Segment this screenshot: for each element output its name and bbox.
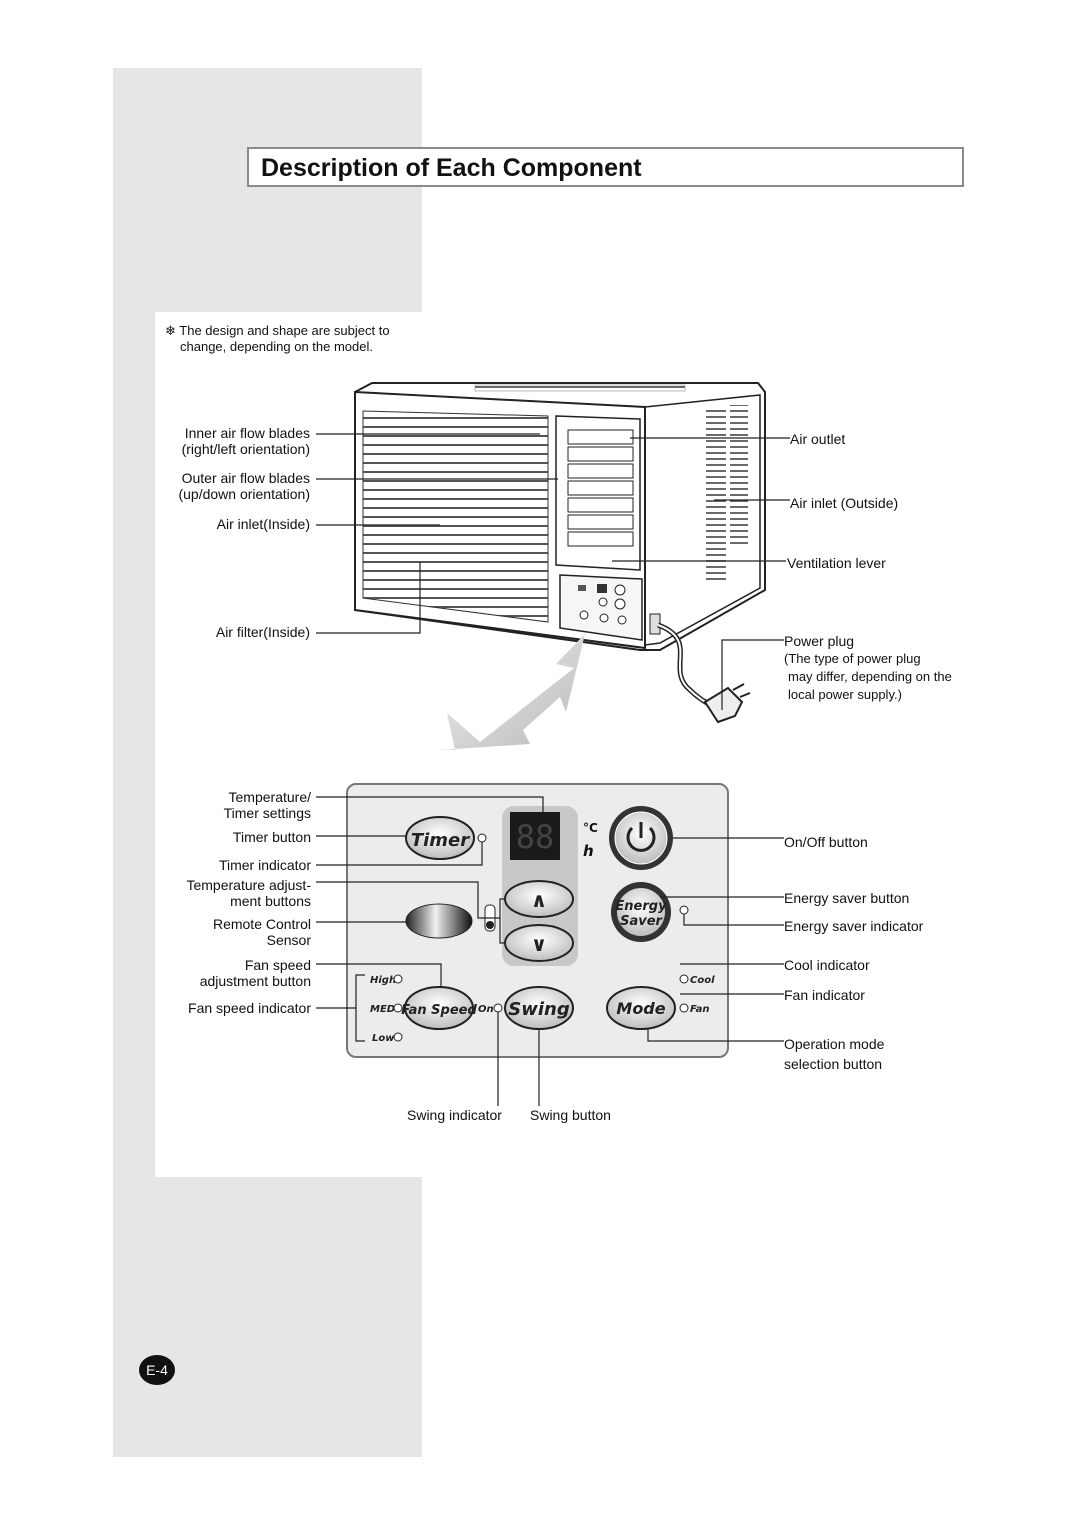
- panel-callout-arrow: [440, 634, 585, 750]
- fan-speed-line-1: Fan speed: [244, 957, 311, 973]
- fan-speed-line-2: adjustment button: [199, 973, 311, 989]
- unit-leader-lines: [316, 433, 790, 710]
- temperature-display: 88: [516, 818, 555, 856]
- temp-timer-line-1: Temperature/: [228, 789, 311, 805]
- inner-blades-line-1: Inner air flow blades: [184, 425, 310, 441]
- temp-adjust-line-1: Temperature adjust-: [186, 877, 311, 893]
- temperature-up-button[interactable]: ∧: [504, 880, 574, 918]
- air-inlet-outside-label: Air inlet (Outside): [790, 495, 899, 511]
- swing-on-label: On: [478, 1004, 494, 1015]
- svg-text:Saver: Saver: [620, 914, 663, 929]
- low-speed-indicator: [393, 1032, 403, 1042]
- temp-adjust-label: Temperature adjust- ment buttons: [186, 877, 311, 909]
- timer-indicator-label: Timer indicator: [218, 857, 311, 873]
- svg-text:Swing: Swing: [508, 999, 570, 1020]
- remote-sensor-line-1: Remote Control: [212, 916, 311, 932]
- svg-text:Mode: Mode: [616, 999, 665, 1018]
- svg-text:∨: ∨: [531, 932, 547, 956]
- page-number-badge: E-4: [139, 1355, 175, 1385]
- hours-symbol: h: [583, 842, 594, 860]
- med-speed-label: MED: [370, 1004, 395, 1015]
- on-off-button-label: On/Off button: [784, 834, 868, 850]
- energy-saver-indicator-light: [679, 905, 689, 915]
- outer-blades-line-1: Outer air flow blades: [181, 470, 310, 486]
- cool-label: Cool: [690, 975, 715, 986]
- swing-indicator-light: [493, 1003, 503, 1013]
- plug-note-line-1: (The type of power plug: [784, 651, 921, 666]
- control-panel: 88 °C h Timer ∧ ∨ Energy Saver: [346, 783, 729, 1058]
- on-off-button[interactable]: [609, 806, 673, 870]
- plug-note-line-3: local power supply.): [788, 687, 902, 702]
- ventilation-lever-label: Ventilation lever: [787, 555, 886, 571]
- svg-text:Timer: Timer: [411, 830, 470, 851]
- svg-text:∧: ∧: [531, 888, 547, 912]
- temp-timer-line-2: Timer settings: [223, 805, 311, 821]
- temp-adjust-line-2: ment buttons: [230, 893, 311, 909]
- fan-indicator-label: Fan indicator: [784, 987, 865, 1003]
- inner-blades-label: Inner air flow blades (right/left orient…: [182, 425, 310, 457]
- temp-timer-settings-label: Temperature/ Timer settings: [224, 789, 311, 821]
- page-title: Description of Each Component: [261, 154, 642, 182]
- swing-indicator-label: Swing indicator: [407, 1107, 502, 1123]
- temperature-down-button[interactable]: ∨: [504, 924, 574, 962]
- operation-mode-label: Operation mode selection button: [784, 1034, 884, 1074]
- power-plug-note: (The type of power plug may differ, depe…: [784, 650, 952, 704]
- outer-blades-line-2: (up/down orientation): [178, 486, 310, 502]
- fan-speed-adjust-label: Fan speed adjustment button: [200, 957, 311, 989]
- timer-button-label: Timer button: [232, 829, 311, 845]
- mode-button[interactable]: Mode: [606, 986, 676, 1030]
- section-title-box: Description of Each Component: [247, 147, 964, 187]
- cool-indicator-light: [679, 974, 689, 984]
- air-outlet-label: Air outlet: [790, 431, 846, 447]
- note-line-1: ❄ The design and shape are subject to: [165, 323, 390, 338]
- outer-blades-label: Outer air flow blades (up/down orientati…: [178, 470, 310, 502]
- power-plug-label: Power plug: [784, 633, 855, 649]
- fan-label: Fan: [690, 1004, 710, 1015]
- timer-button[interactable]: Timer: [405, 816, 475, 860]
- swing-button-label: Swing button: [530, 1107, 611, 1123]
- remote-sensor-label: Remote Control Sensor: [213, 916, 311, 948]
- air-inlet-inside-label: Air inlet(Inside): [216, 516, 310, 532]
- panel-leader-lines: [316, 796, 784, 1106]
- air-conditioner-unit: [354, 382, 766, 724]
- timer-indicator-light: [477, 833, 487, 843]
- energy-saver-button-label: Energy saver button: [784, 890, 910, 906]
- svg-text:Fan Speed: Fan Speed: [401, 1003, 477, 1018]
- outer-air-flow-blades: [567, 429, 634, 547]
- med-speed-indicator: [393, 1003, 403, 1013]
- high-speed-indicator: [393, 974, 403, 984]
- fan-speed-button[interactable]: Fan Speed: [401, 986, 477, 1030]
- inner-blades-line-2: (right/left orientation): [181, 441, 310, 457]
- operation-mode-line-1: Operation mode: [784, 1036, 885, 1052]
- fan-indicator-light: [679, 1003, 689, 1013]
- high-speed-label: High: [370, 975, 396, 986]
- cool-indicator-label: Cool indicator: [784, 957, 870, 973]
- energy-saver-button[interactable]: Energy Saver: [611, 882, 671, 942]
- low-speed-label: Low: [372, 1033, 395, 1044]
- plug-note-line-2: may differ, depending on the: [788, 669, 952, 684]
- air-filter-inside-label: Air filter(Inside): [215, 624, 310, 640]
- svg-text:Energy: Energy: [615, 899, 667, 914]
- operation-mode-line-2: selection button: [784, 1056, 883, 1072]
- swing-button[interactable]: Swing: [504, 986, 574, 1030]
- celsius-symbol: °C: [583, 821, 598, 835]
- remote-control-sensor: [405, 903, 473, 939]
- fan-speed-indicator-label: Fan speed indicator: [188, 1000, 311, 1016]
- note-line-2: change, depending on the model.: [180, 339, 373, 354]
- design-note: ❄ The design and shape are subject to ch…: [165, 323, 390, 355]
- energy-saver-indicator-label: Energy saver indicator: [784, 918, 924, 934]
- remote-sensor-line-2: Sensor: [266, 932, 311, 948]
